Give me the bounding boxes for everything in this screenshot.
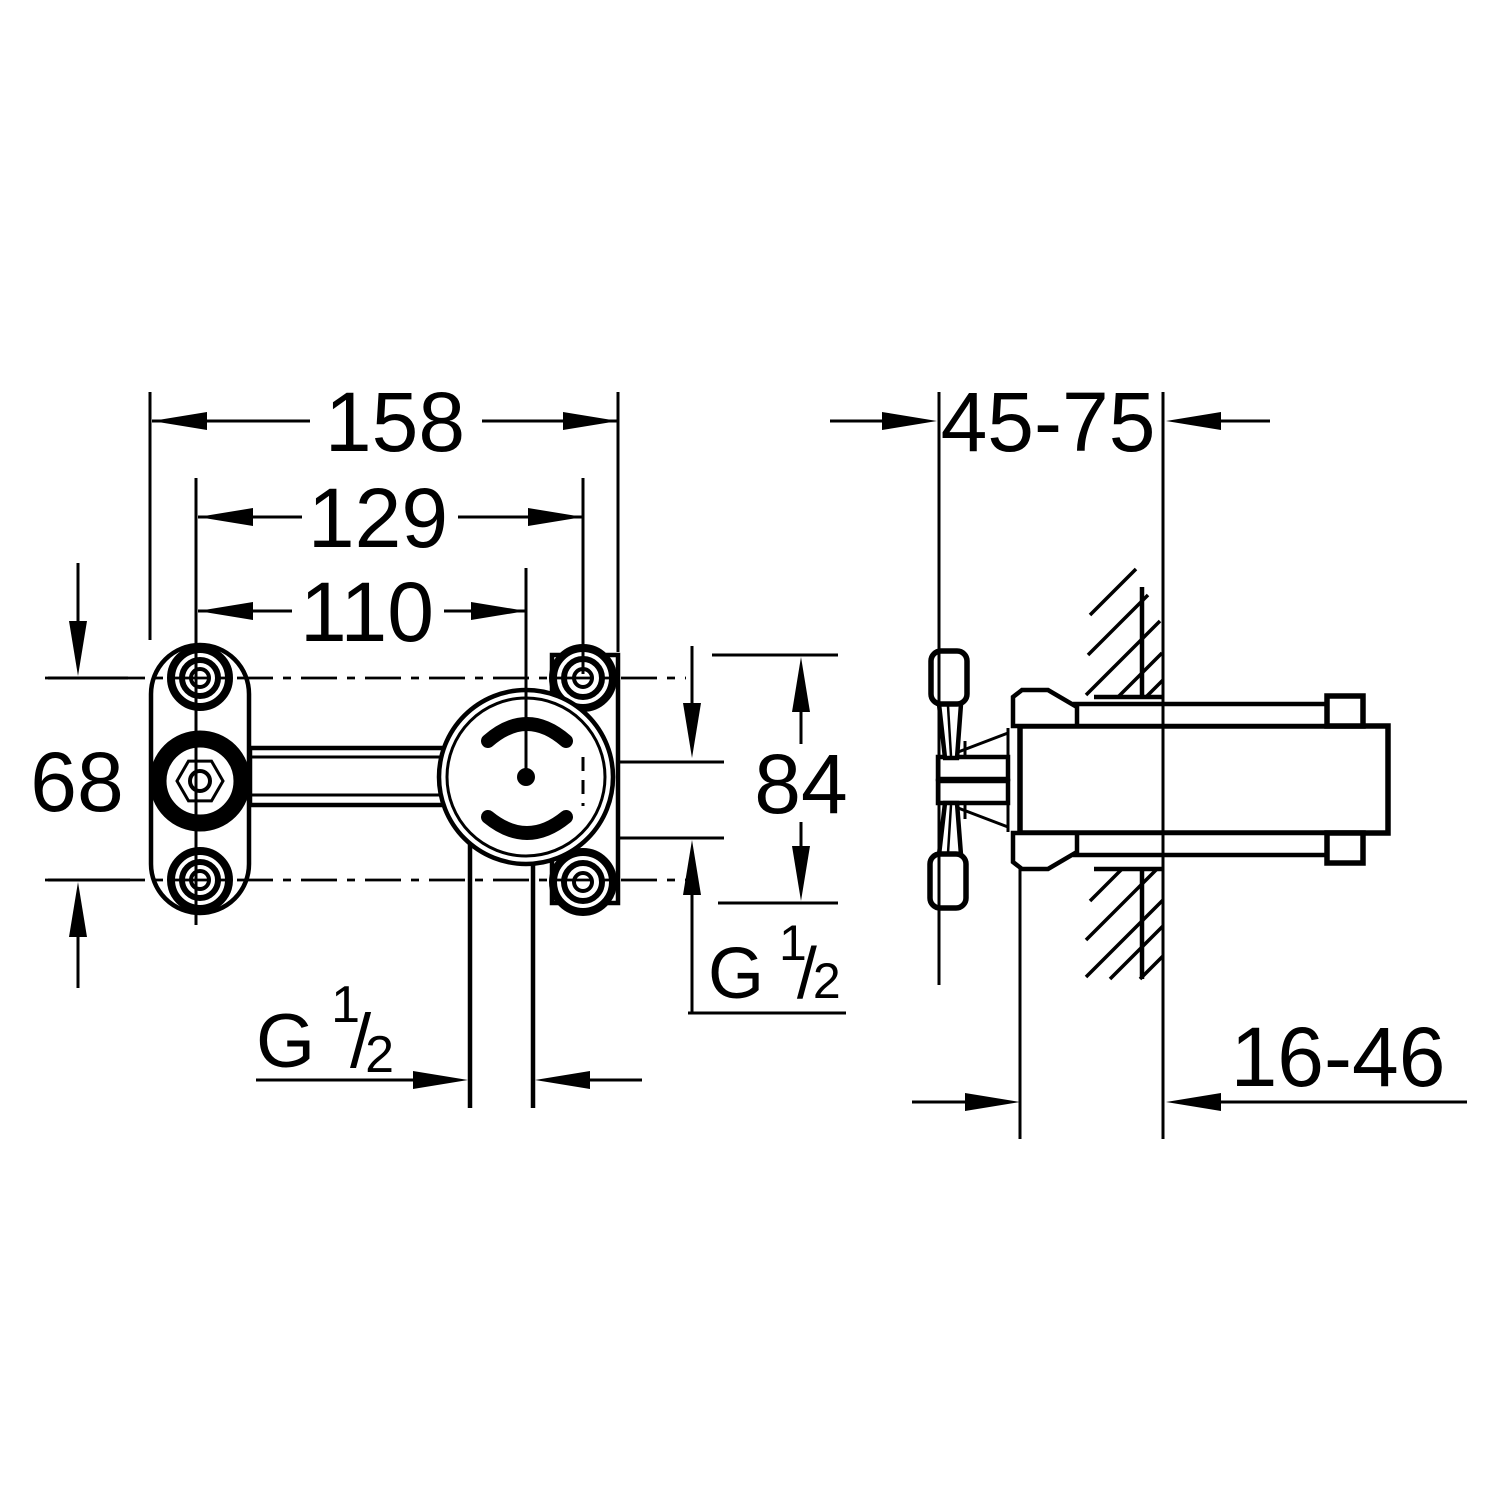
wall-section xyxy=(1084,567,1165,981)
hub-band-top xyxy=(935,754,1011,782)
rail-bottom xyxy=(1072,830,1358,858)
body-tube xyxy=(1017,723,1391,836)
ear-bottom xyxy=(1010,830,1080,872)
dim-wall-offset-range-label: 16-46 xyxy=(1231,1010,1446,1104)
dim-center-distance-label: 110 xyxy=(300,565,434,659)
side-view: 45-75 16-46 xyxy=(830,375,1467,1139)
rail-bottom-end-block xyxy=(1324,830,1366,866)
rail-top-end-block xyxy=(1324,693,1366,729)
dim-hole-spacing-label: 129 xyxy=(308,471,448,565)
dim-center-distance: 110 xyxy=(198,565,526,659)
hub-band-bottom xyxy=(935,778,1011,806)
dim-vertical-spacing: 68 xyxy=(30,563,130,988)
dim-depth-range: 45-75 xyxy=(830,375,1270,469)
rail-top xyxy=(1072,701,1358,729)
wall-hatch-top xyxy=(1084,567,1165,699)
dim-plate-height-label: 84 xyxy=(754,737,847,831)
dim-overall-width: 158 xyxy=(152,375,618,469)
front-view: 158 129 110 68 xyxy=(30,375,848,1108)
right-screw-bottom xyxy=(549,848,617,916)
dim-vertical-spacing-label: 68 xyxy=(30,735,123,829)
dim-overall-width-label: 158 xyxy=(325,375,465,469)
hex-nut-bore xyxy=(188,769,212,793)
dim-plate-height: 84 xyxy=(712,653,848,905)
wall-hatch-bottom xyxy=(1084,867,1165,981)
ear-top xyxy=(1010,687,1080,729)
dim-wall-offset-range: 16-46 xyxy=(912,1010,1467,1111)
valve-slot-bottom xyxy=(481,810,573,840)
dim-hole-spacing: 129 xyxy=(198,471,583,565)
dim-depth-range-label: 45-75 xyxy=(941,375,1156,469)
